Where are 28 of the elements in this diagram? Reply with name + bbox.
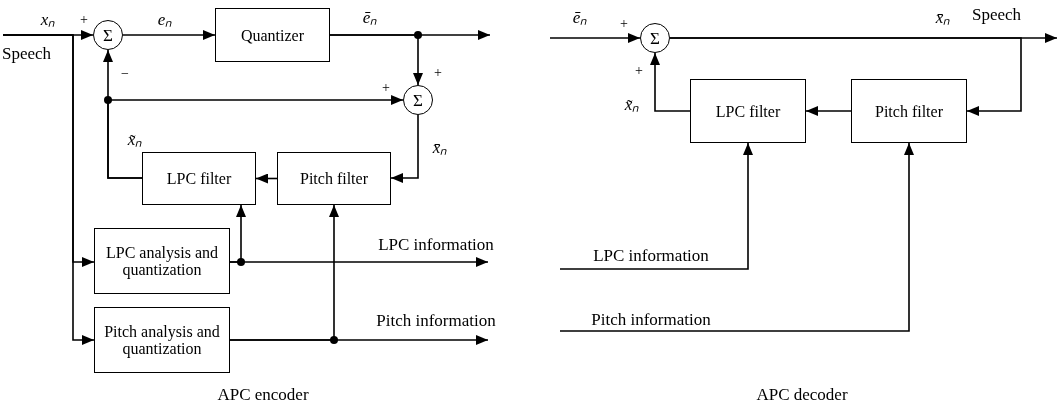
arrow [229,335,489,345]
arrow [329,34,423,86]
arrow [559,142,914,332]
summing-junction: Σ [93,20,123,50]
process-box: Pitch filter [851,79,967,143]
arrow [669,37,1022,116]
arrow [805,106,852,116]
process-box: LPC analysis and quantization [94,228,230,294]
signal-label: Speech [972,6,1058,38]
arrow [107,95,404,179]
process-box: Pitch filter [277,152,391,205]
arrow [229,257,489,267]
arrow [255,173,278,184]
arrow [390,114,419,183]
arrow [559,142,753,270]
edge-label: ēₙ [361,9,379,27]
summing-junction: Σ [640,23,670,53]
process-box: LPC filter [690,79,806,143]
process-box: Pitch analysis and quantization [94,307,230,373]
arrow [122,30,216,40]
signal-label: Speech [2,35,66,62]
summing-junction: Σ [403,85,433,115]
process-box: Quantizer [215,8,330,62]
process-box: LPC filter [142,152,256,205]
arrow [549,33,641,43]
arrow [650,52,691,112]
edge-label: ēₙ [571,9,589,27]
arrow [2,34,95,345]
